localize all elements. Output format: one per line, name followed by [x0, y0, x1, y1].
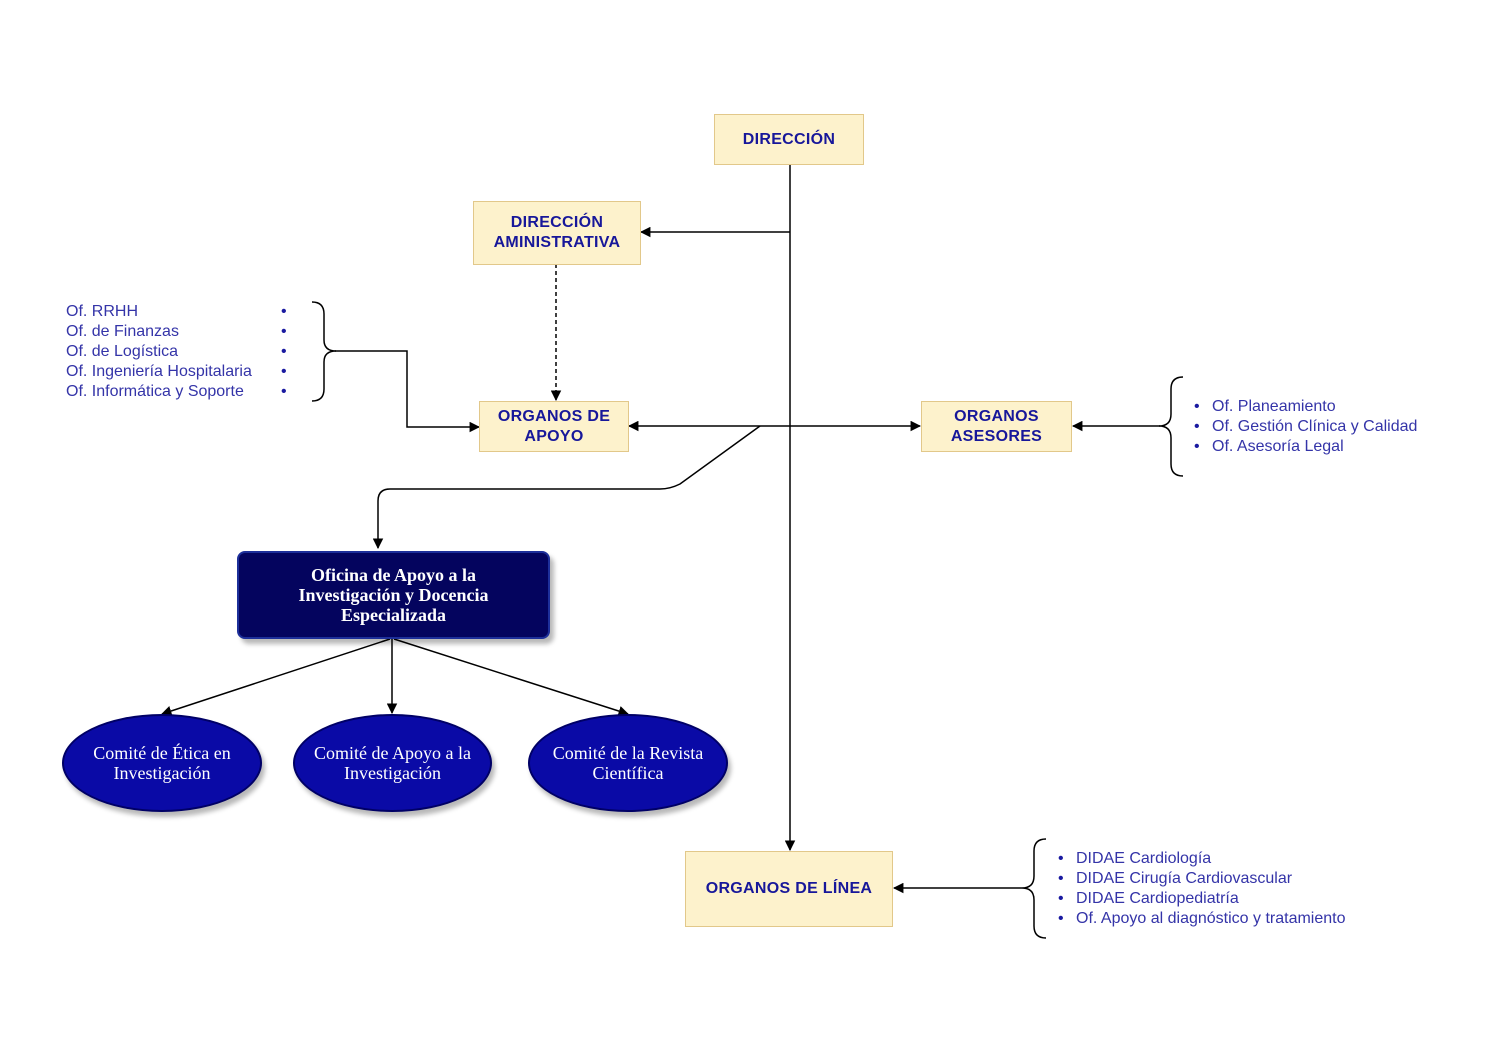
asesores-offices-list: Of. Planeamiento Of. Gestión Clínica y C… — [1194, 397, 1417, 457]
node-oficina-investigacion-label: Oficina de Apoyo a la Investigación y Do… — [298, 565, 489, 625]
node-direccion-administrativa[interactable]: DIRECCIÓN AMINISTRATIVA — [473, 201, 641, 265]
connector-comite-revista — [393, 638, 629, 717]
list-item: Of. Apoyo al diagnóstico y tratamiento — [1058, 909, 1345, 929]
list-item: Of. de Logística — [66, 342, 296, 362]
node-comite-etica[interactable]: Comité de Ética en Investigación — [62, 714, 262, 812]
bracket-apoyo-list — [311, 301, 337, 402]
node-organos-asesores[interactable]: ORGANOS ASESORES — [921, 401, 1072, 452]
node-comite-etica-label: Comité de Ética en Investigación — [93, 743, 231, 783]
connector-apoyo-list — [335, 350, 481, 433]
list-item: Of. de Finanzas — [66, 322, 296, 342]
bracket-asesores-list — [1158, 376, 1184, 477]
list-item: Of. Gestión Clínica y Calidad — [1194, 417, 1417, 437]
node-comite-apoyo[interactable]: Comité de Apoyo a la Investigación — [293, 714, 492, 812]
linea-offices-list: DIDAE Cardiología DIDAE Cirugía Cardiova… — [1058, 849, 1345, 929]
node-oficina-investigacion[interactable]: Oficina de Apoyo a la Investigación y Do… — [237, 551, 550, 639]
node-comite-revista-label: Comité de la Revista Científica — [552, 743, 704, 783]
node-organos-apoyo-label: ORGANOS DE APOYO — [497, 407, 611, 445]
node-direccion-administrativa-label: DIRECCIÓN AMINISTRATIVA — [493, 214, 621, 251]
list-item: DIDAE Cirugía Cardiovascular — [1058, 869, 1345, 889]
list-item: Of. Asesoría Legal — [1194, 437, 1417, 457]
node-direccion[interactable]: DIRECCIÓN — [714, 114, 864, 165]
bracket-linea-list — [1021, 838, 1047, 939]
node-direccion-label: DIRECCIÓN — [742, 130, 836, 148]
connector-comite-etica — [161, 638, 391, 717]
node-organos-linea-label: ORGANOS DE LÍNEA — [705, 880, 873, 897]
node-organos-linea[interactable]: ORGANOS DE LÍNEA — [685, 851, 893, 927]
list-item: Of. Ingeniería Hospitalaria — [66, 362, 296, 382]
apoyo-offices-list: Of. RRHH Of. de Finanzas Of. de Logístic… — [66, 302, 296, 402]
list-item: DIDAE Cardiopediatría — [1058, 889, 1345, 909]
node-organos-asesores-label: ORGANOS ASESORES — [950, 407, 1043, 445]
list-item: Of. Informática y Soporte — [66, 382, 296, 402]
node-organos-apoyo[interactable]: ORGANOS DE APOYO — [479, 401, 629, 452]
connector-to-oficina — [372, 425, 761, 550]
list-item: Of. Planeamiento — [1194, 397, 1417, 417]
node-comite-revista[interactable]: Comité de la Revista Científica — [528, 714, 728, 812]
node-comite-apoyo-label: Comité de Apoyo a la Investigación — [314, 743, 471, 783]
list-item: Of. RRHH — [66, 302, 296, 322]
list-item: DIDAE Cardiología — [1058, 849, 1345, 869]
